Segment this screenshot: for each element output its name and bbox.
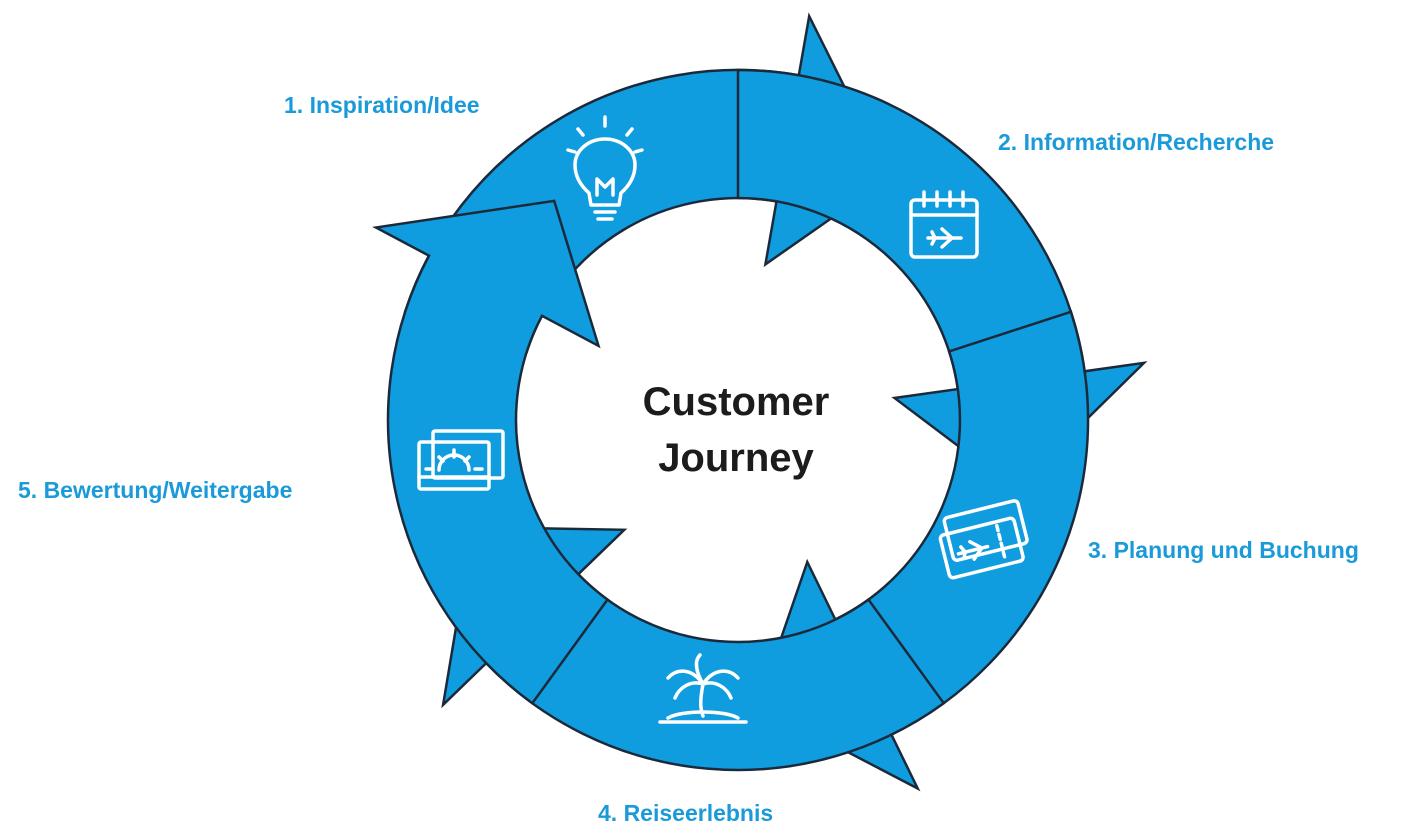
cycle-arrow-5 — [372, 199, 610, 705]
stage-label-1: 1. Inspiration/Idee — [284, 92, 480, 118]
center-title-line2: Journey — [658, 436, 814, 480]
cycle-arrows — [372, 12, 1148, 792]
center-title: Customer Journey — [560, 374, 912, 486]
palm-island-icon — [658, 653, 748, 724]
stage-label-4: 4. Reiseerlebnis — [598, 800, 774, 826]
calendar-flight-icon — [909, 190, 979, 259]
stage-label-5: 5. Bewertung/Weitergabe — [18, 477, 293, 503]
center-title-line1: Customer — [642, 380, 830, 424]
stage-label-2: 2. Information/Recherche — [998, 129, 1275, 155]
photos-icon — [417, 429, 505, 491]
lightbulb-icon — [566, 115, 644, 221]
stage-label-3: 3. Planung und Buchung — [1088, 537, 1359, 563]
flight-tickets-icon — [938, 499, 1029, 580]
